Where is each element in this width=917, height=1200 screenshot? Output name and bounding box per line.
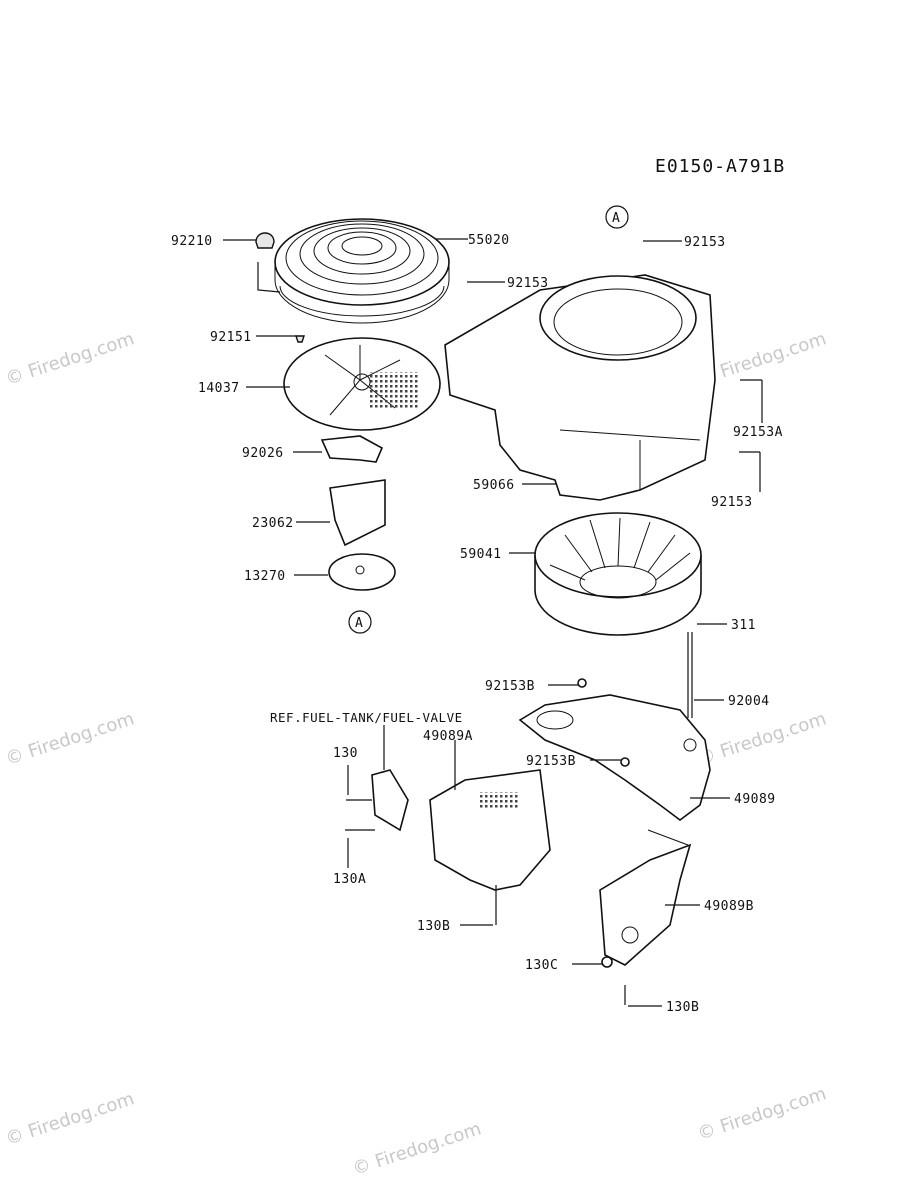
label-92210: 92210 xyxy=(171,234,213,249)
watermark: © Firedog.com xyxy=(350,1118,484,1179)
label-49089a: 49089A xyxy=(423,729,473,744)
label-92026: 92026 xyxy=(242,446,284,461)
label-92153a: 92153A xyxy=(733,425,783,440)
side-shroud-a-drawing xyxy=(345,769,551,925)
ref-fuel-tank-note: REF.FUEL-TANK/FUEL-VALVE xyxy=(270,710,463,725)
label-92153-right: 92153 xyxy=(711,495,753,510)
blower-housing-drawing: A xyxy=(444,205,716,501)
label-130a: 130A xyxy=(333,872,366,887)
label-92153b-a: 92153B xyxy=(485,679,535,694)
leader-lines xyxy=(223,238,763,1007)
watermark: © Firedog.com xyxy=(695,1083,829,1144)
label-130: 130 xyxy=(333,746,358,761)
callout-a-top: A xyxy=(612,211,620,226)
diagram-code: E0150-A791B xyxy=(655,156,785,177)
label-92153-top: 92153 xyxy=(684,235,726,250)
label-92153-mid: 92153 xyxy=(507,276,549,291)
part-labels: 92210 55020 92153 92153 92151 14037 9215… xyxy=(171,233,783,1015)
label-59066: 59066 xyxy=(473,478,515,493)
label-130c: 130C xyxy=(525,958,558,973)
watermark: © Firedog.com xyxy=(3,328,137,389)
side-shroud-b-drawing xyxy=(599,829,692,1005)
rotating-screen-drawing xyxy=(255,218,450,324)
flywheel-fan-drawing xyxy=(534,512,702,636)
label-13270: 13270 xyxy=(244,569,286,584)
watermark: © Firedog.com xyxy=(3,1088,137,1149)
lower-baffle-drawing xyxy=(518,632,711,821)
label-55020: 55020 xyxy=(468,233,510,248)
fan-plate-drawing xyxy=(283,335,441,431)
hub-parts-drawing: A xyxy=(320,435,396,634)
watermark: © Firedog.com xyxy=(3,708,137,769)
label-49089b: 49089B xyxy=(704,899,754,914)
label-130b-a: 130B xyxy=(417,919,450,934)
label-23062: 23062 xyxy=(252,516,294,531)
label-92153b-b: 92153B xyxy=(526,754,576,769)
label-49089: 49089 xyxy=(734,792,776,807)
label-59041: 59041 xyxy=(460,547,502,562)
label-130b-b: 130B xyxy=(666,1000,699,1015)
label-14037: 14037 xyxy=(198,381,240,396)
label-92004: 92004 xyxy=(728,694,770,709)
callout-a-bottom: A xyxy=(355,616,363,631)
watermark: © Firedog.com xyxy=(695,708,829,769)
label-311: 311 xyxy=(731,618,756,633)
label-92151: 92151 xyxy=(210,330,252,345)
